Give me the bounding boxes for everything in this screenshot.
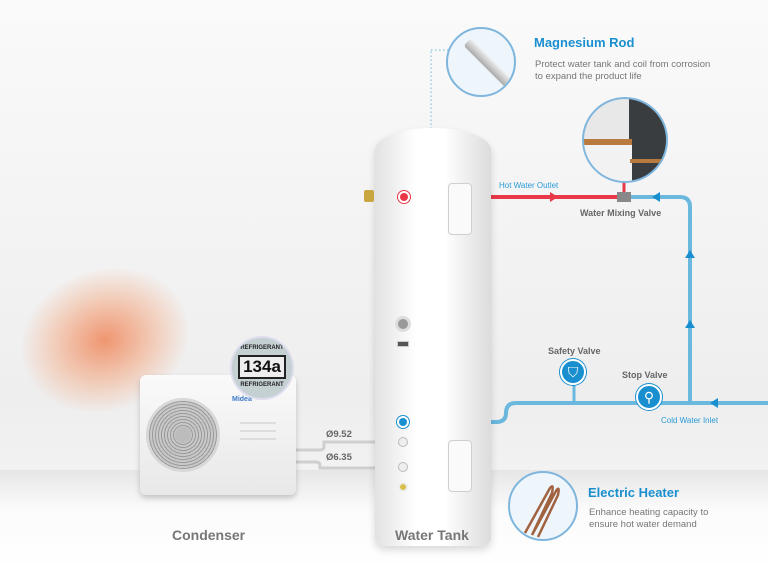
arrow-icon bbox=[710, 398, 718, 408]
electric-heater-desc-1: Enhance heating capacity to bbox=[589, 507, 709, 518]
pipe-large-label: Ø9.52 bbox=[326, 429, 352, 440]
hot-outlet-port bbox=[398, 191, 410, 203]
cold-water-inlet-label: Cold Water Inlet bbox=[661, 416, 719, 425]
cold-water-pipe bbox=[404, 401, 768, 424]
badge-text-top: REFRIGERANT bbox=[240, 345, 284, 351]
magnesium-rod-image bbox=[446, 27, 516, 97]
refrigerant-port bbox=[398, 462, 408, 472]
refrigerant-badge: REFRIGERANT 134a REFRIGERANT bbox=[230, 336, 294, 400]
refrigerant-port bbox=[398, 437, 408, 447]
heater-coil-icon bbox=[523, 485, 560, 538]
electric-heater-image bbox=[508, 471, 578, 541]
mixing-valve bbox=[617, 192, 631, 202]
badge-text-bottom: REFRIGERANT bbox=[240, 382, 284, 388]
cold-supply-pipe bbox=[626, 195, 692, 403]
water-tank bbox=[375, 128, 491, 546]
rod-icon bbox=[463, 38, 514, 90]
safety-valve-label: Safety Valve bbox=[548, 346, 601, 356]
fan-icon bbox=[146, 398, 220, 472]
tank-top-panel bbox=[448, 183, 472, 235]
safety-valve-icon: ⛉ bbox=[560, 359, 586, 385]
magnesium-rod-desc-2: to expand the product life bbox=[535, 71, 642, 82]
stop-valve-icon: ⚲ bbox=[636, 384, 662, 410]
arrow-icon bbox=[652, 192, 660, 202]
tank-port bbox=[397, 341, 409, 347]
gauge-icon bbox=[395, 316, 411, 332]
drain-port bbox=[398, 482, 408, 492]
electric-heater-desc-2: ensure hot water demand bbox=[589, 519, 697, 530]
tank-bottom-panel bbox=[448, 440, 472, 492]
relief-valve bbox=[364, 190, 374, 202]
cold-inlet-port bbox=[397, 416, 409, 428]
badge-code: 134a bbox=[238, 355, 286, 379]
water-tank-label: Water Tank bbox=[395, 527, 469, 543]
refrigerant-pipe-large bbox=[296, 440, 404, 452]
bathroom-image bbox=[582, 97, 668, 183]
arrow-icon bbox=[550, 192, 558, 202]
pipe-small-label: Ø6.35 bbox=[326, 452, 352, 463]
magnesium-rod-desc-1: Protect water tank and coil from corrosi… bbox=[535, 59, 711, 70]
refrigerant-pipe-small bbox=[296, 460, 404, 470]
arrow-icon bbox=[685, 320, 695, 328]
water-mixing-valve-label: Water Mixing Valve bbox=[580, 208, 662, 218]
magnesium-rod-title: Magnesium Rod bbox=[534, 35, 635, 50]
arrow-icon bbox=[685, 250, 695, 258]
electric-heater-title: Electric Heater bbox=[588, 485, 680, 500]
condenser-label: Condenser bbox=[172, 527, 246, 543]
hot-water-outlet-label: Hot Water Outlet bbox=[499, 181, 559, 190]
stop-valve-label: Stop Valve bbox=[622, 370, 668, 380]
brand-logo: Midea bbox=[232, 396, 252, 403]
